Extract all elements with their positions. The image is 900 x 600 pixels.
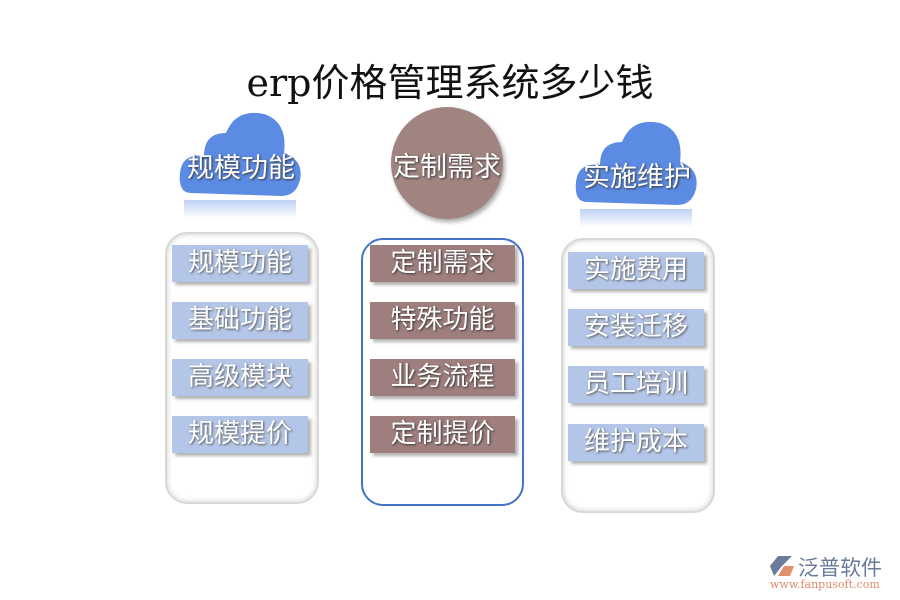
cloud-icon xyxy=(179,112,301,218)
list-item: 规模提价 xyxy=(172,416,308,453)
page-title: erp价格管理系统多少钱 xyxy=(246,61,654,105)
logo-icon xyxy=(770,556,794,576)
list-item: 定制提价 xyxy=(370,416,515,453)
cloud-heading-scale: 规模功能 xyxy=(176,108,306,218)
heading-label: 规模功能 xyxy=(187,153,295,184)
heading-label: 实施维护 xyxy=(583,162,691,193)
list-item: 实施费用 xyxy=(568,252,704,289)
list-item: 规模功能 xyxy=(172,245,308,282)
list-item: 高级模块 xyxy=(172,359,308,396)
logo-name: 泛普软件 xyxy=(798,556,882,580)
list-item: 维护成本 xyxy=(568,424,704,461)
list-item: 业务流程 xyxy=(370,359,515,396)
list-item: 安装迁移 xyxy=(568,309,704,346)
list-item: 特殊功能 xyxy=(370,302,515,339)
cloud-icon xyxy=(575,121,697,227)
list-item: 员工培训 xyxy=(568,366,704,403)
circle-heading-custom: 定制需求 xyxy=(391,107,503,219)
cloud-heading-maintenance: 实施维护 xyxy=(572,117,702,227)
list-item: 定制需求 xyxy=(370,245,515,282)
list-item: 基础功能 xyxy=(172,302,308,339)
heading-label: 定制需求 xyxy=(393,152,501,183)
logo-url: www.fanpusoft.com xyxy=(770,578,880,591)
